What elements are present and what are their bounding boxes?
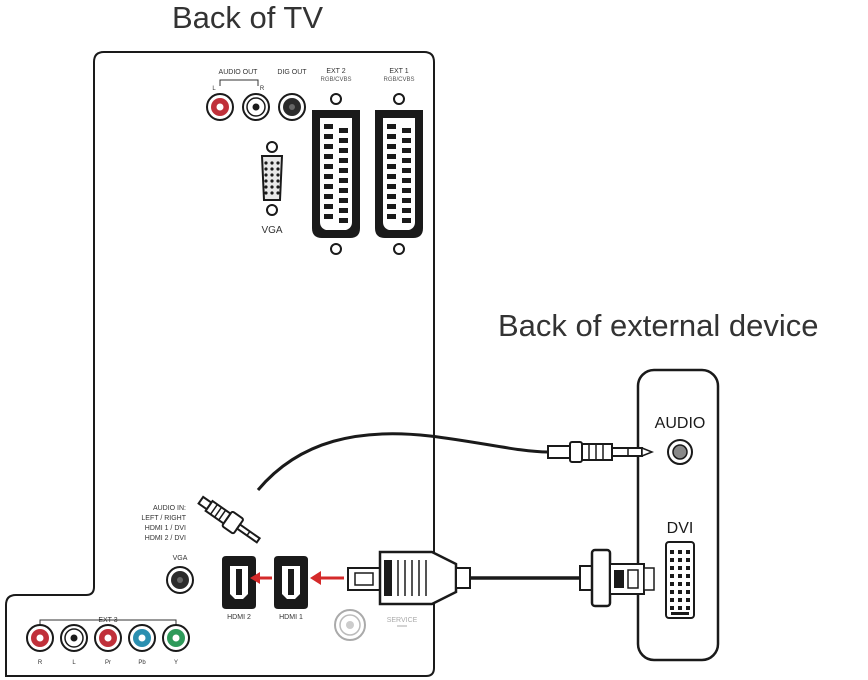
device-dvi-label: DVI (667, 520, 694, 537)
external-device-panel (636, 368, 720, 662)
audio-out-label: AUDIO OUT (219, 69, 259, 76)
component-label-pr: Pr (105, 660, 111, 666)
svg-text:HDMI 1 / DVI: HDMI 1 / DVI (145, 525, 186, 532)
arrow-to-hdmi1 (310, 571, 344, 585)
device-audio-label: AUDIO (655, 415, 706, 432)
component-label-pb: Pb (138, 660, 146, 666)
tv-vga-label: VGA (261, 225, 282, 236)
arrow-to-hdmi2 (250, 572, 272, 584)
audio-out-r-label: R (260, 86, 265, 92)
device-audio-jack (667, 439, 693, 465)
vga-audio-in-jack (166, 566, 194, 594)
ext3-bracket (39, 619, 177, 626)
dvi-plug (579, 548, 655, 608)
svg-text:AUDIO IN:: AUDIO IN: (153, 505, 186, 512)
device-dvi-port (665, 541, 695, 619)
audio-out-bracket (219, 79, 259, 86)
component-jack-r (26, 624, 54, 652)
hdmi-plug (347, 550, 471, 606)
audio-out-l-label: L (212, 86, 216, 92)
component-jack-pb (128, 624, 156, 652)
hdmi1-label: HDMI 1 (279, 614, 303, 621)
service-port (334, 609, 366, 641)
hdmi1-port (274, 556, 308, 609)
audio-plug-tv-end (197, 495, 262, 544)
audio-cable (256, 432, 549, 491)
hdmi2-label: HDMI 2 (227, 614, 251, 621)
audio-out-left-jack (206, 93, 234, 121)
device-title: Back of external device (498, 308, 819, 343)
ext1-sub-label: RGB/CVBS (383, 77, 414, 83)
component-label-y: Y (174, 660, 178, 666)
component-jack-y (162, 624, 190, 652)
component-label-l: L (72, 660, 76, 666)
hdmi2-port (222, 556, 256, 609)
dig-out-jack (278, 93, 306, 121)
component-jack-l (60, 624, 88, 652)
svg-text:HDMI 2 / DVI: HDMI 2 / DVI (145, 535, 186, 542)
ext2-scart-port (312, 93, 360, 255)
ext2-label: EXT 2 (326, 68, 345, 75)
audio-in-label: AUDIO IN: LEFT / RIGHT HDMI 1 / DVI HDMI… (141, 505, 186, 542)
audio-plug-device-end (547, 441, 655, 463)
audio-out-right-jack (242, 93, 270, 121)
component-jack-pr (94, 624, 122, 652)
dig-out-label: DIG OUT (277, 69, 307, 76)
tv-title: Back of TV (172, 0, 324, 35)
service-label: SERVICE (387, 617, 418, 624)
svg-text:LEFT / RIGHT: LEFT / RIGHT (141, 515, 186, 522)
ext1-label: EXT 1 (389, 68, 408, 75)
ext2-sub-label: RGB/CVBS (320, 77, 351, 83)
tv-vga-port (260, 141, 284, 216)
ext1-scart-port (375, 93, 423, 255)
component-label-r: R (38, 660, 43, 666)
vga-audio-label: VGA (173, 555, 188, 562)
